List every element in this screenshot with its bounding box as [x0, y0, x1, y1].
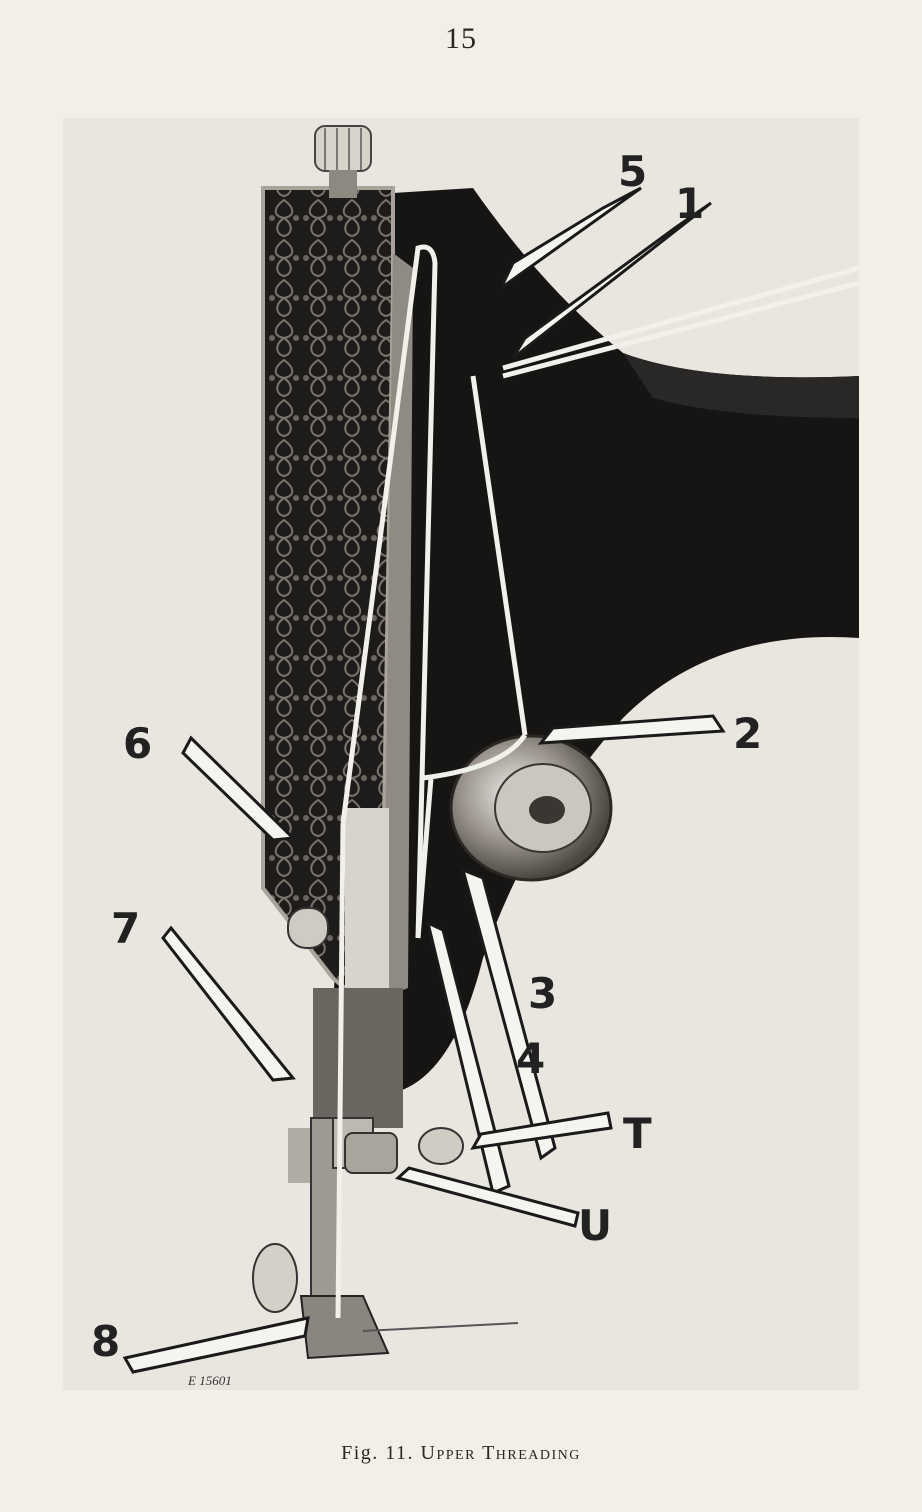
thread-path [335, 244, 859, 1319]
callout-7: 7 [111, 904, 140, 953]
callout-1: 1 [675, 179, 704, 228]
callout-6: 6 [123, 719, 152, 768]
needle-clamp [344, 1132, 398, 1174]
callout-3: 3 [528, 969, 557, 1018]
caption-title: Upper Threading [420, 1442, 581, 1464]
caption-label: Fig. 11. [341, 1442, 415, 1464]
presser-foot [299, 1295, 390, 1360]
figure-caption: Fig. 11. Upper Threading [0, 1442, 922, 1465]
sewing-machine-illustration: 5 1 2 6 3 4 7 T U 8 E 15601 [91, 125, 859, 1388]
callout-8: 8 [91, 1317, 120, 1366]
callout-arrows [122, 186, 726, 1374]
callout-2: 2 [733, 709, 762, 758]
callout-4: 4 [516, 1034, 545, 1083]
callout-5: 5 [618, 147, 647, 196]
thumb-screw-t [418, 1127, 464, 1165]
figure-plate: 5 1 2 6 3 4 7 T U 8 E 15601 [63, 118, 859, 1390]
plate-code: E 15601 [187, 1373, 232, 1388]
presser-bar-lifter [287, 907, 329, 949]
page-number: 15 [445, 22, 477, 55]
callout-t: T [623, 1109, 652, 1158]
tension-discs [449, 734, 613, 882]
callout-u: U [578, 1201, 612, 1250]
top-knob [314, 125, 372, 198]
presser-foot-knob [252, 1243, 298, 1313]
